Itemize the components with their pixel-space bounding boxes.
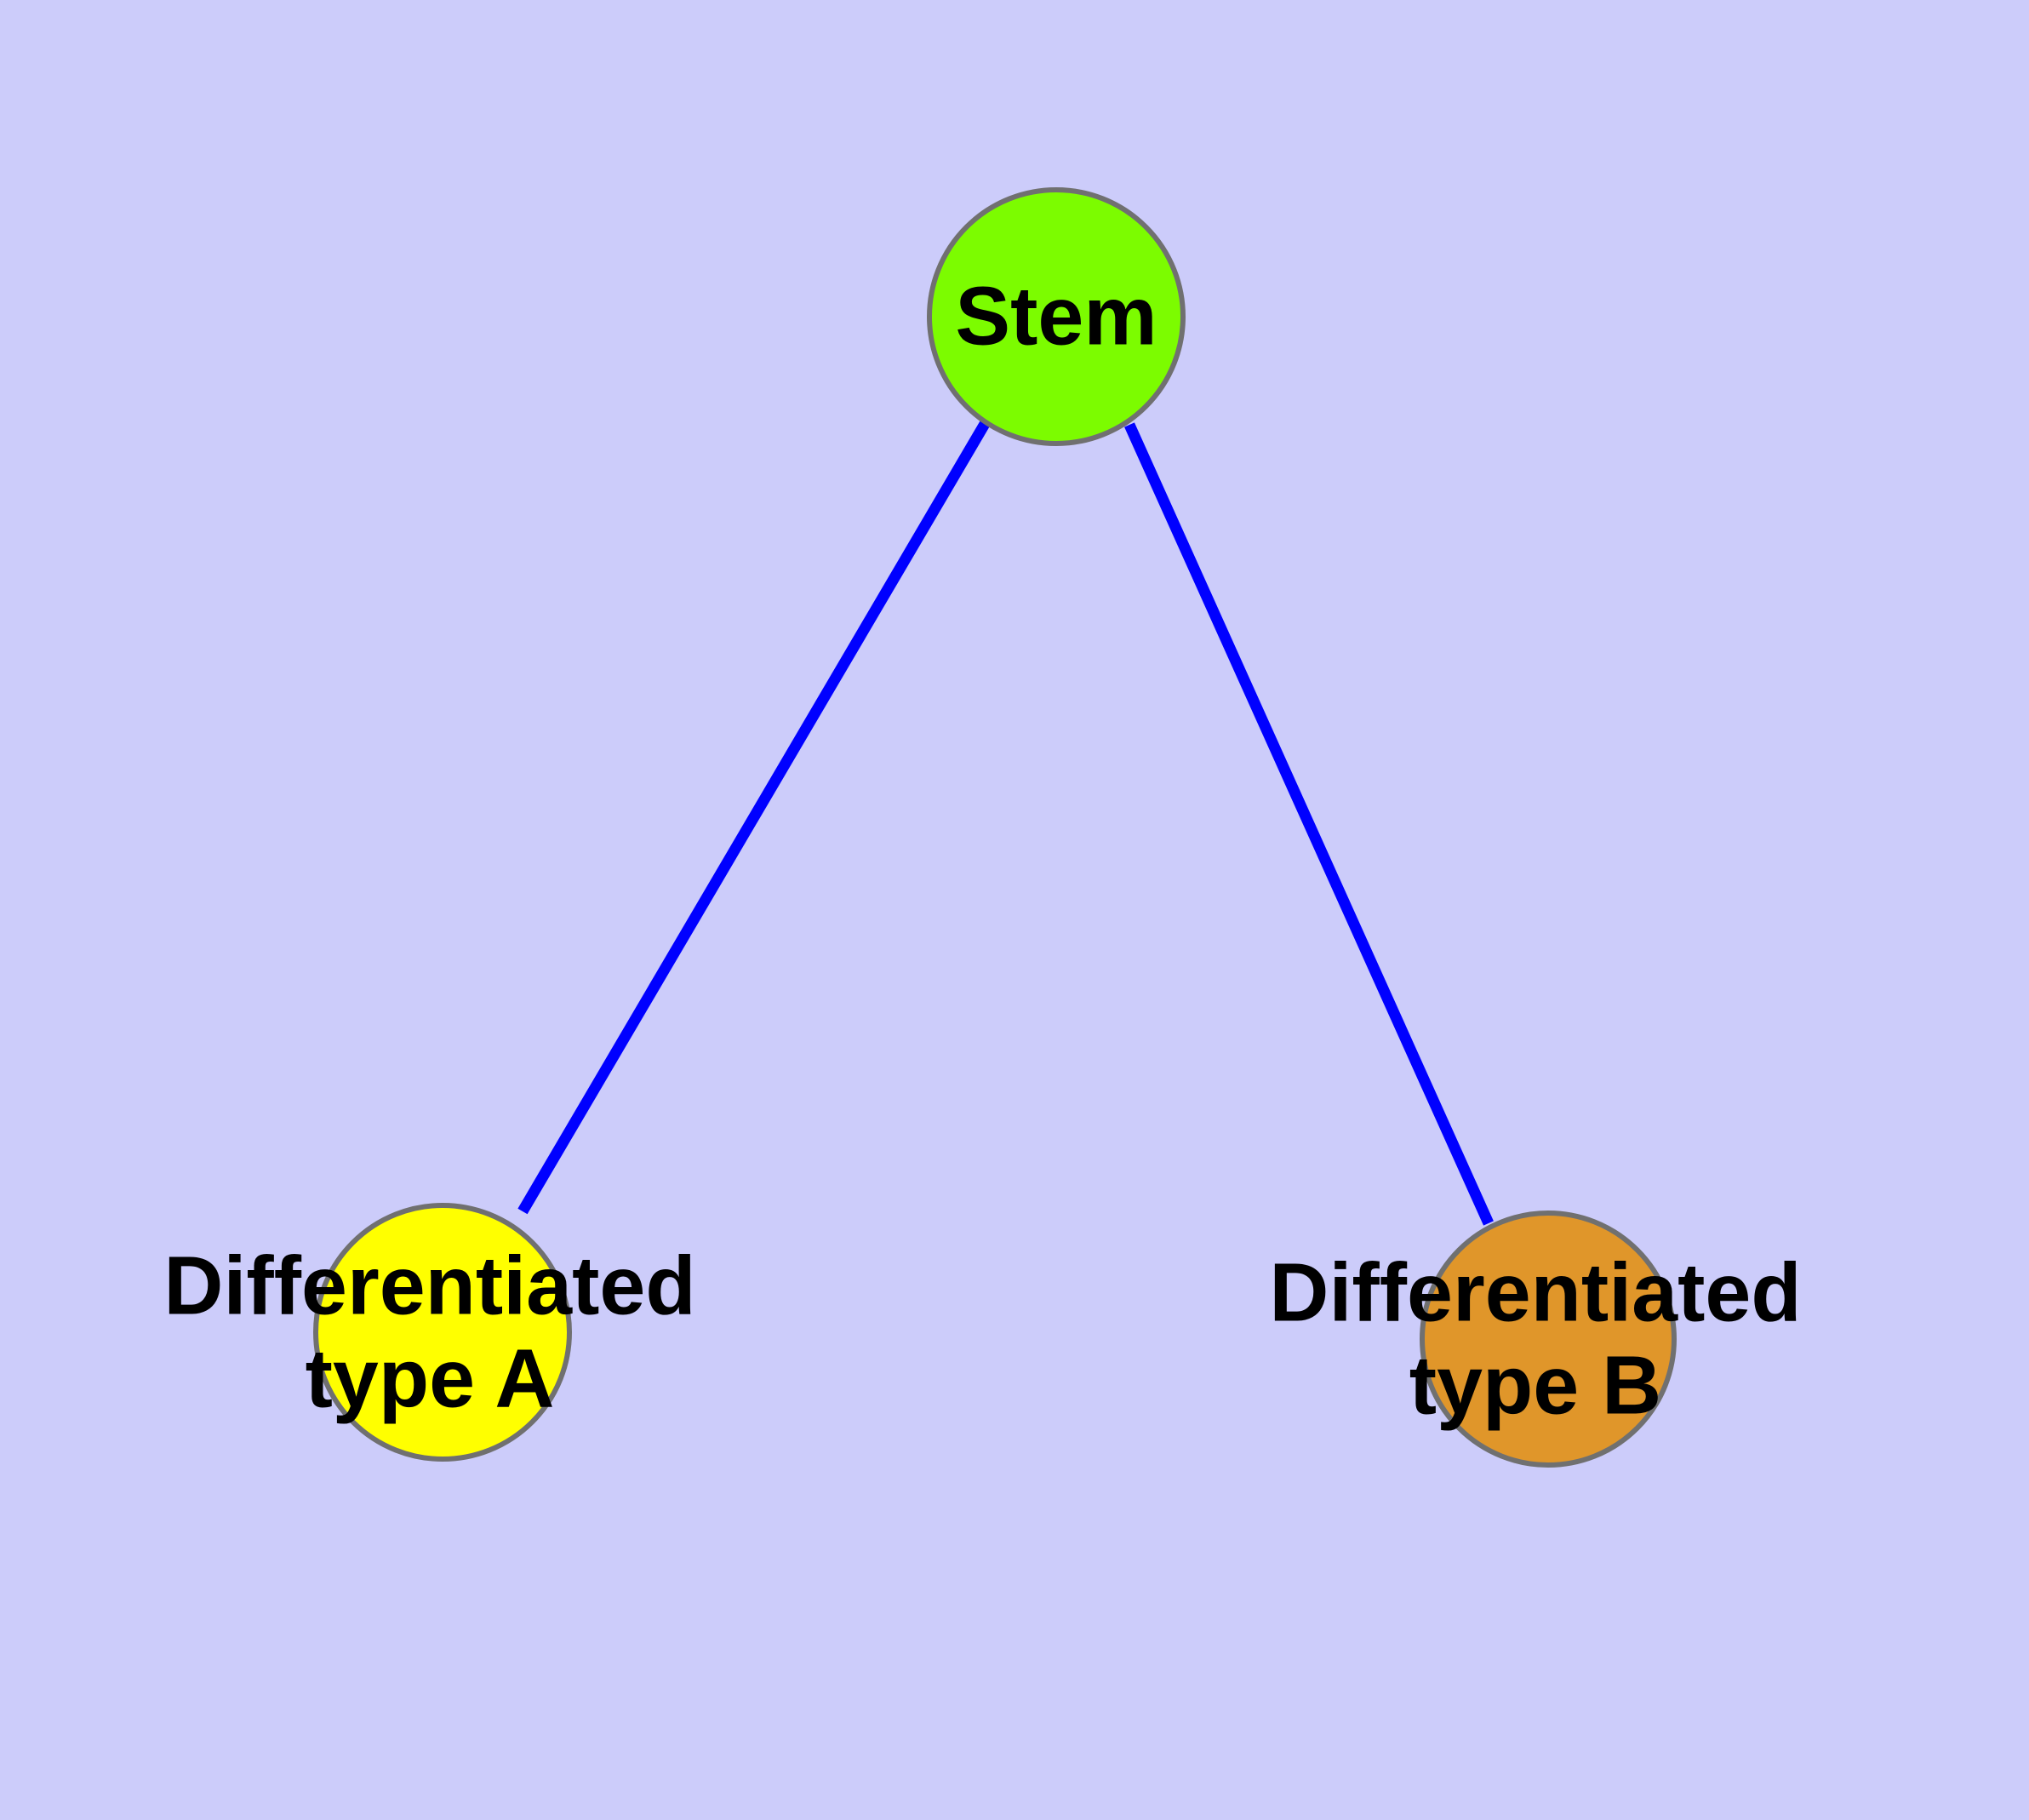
node-diff-a-circle[interactable] <box>313 1203 572 1462</box>
edge-stem-to-diff-a[interactable] <box>517 421 990 1215</box>
node-layer <box>313 187 1677 1468</box>
node-stem-circle[interactable] <box>927 187 1186 446</box>
edge-stem-to-diff-b[interactable] <box>1124 422 1494 1226</box>
edge-layer <box>517 421 1494 1226</box>
node-diff-b-circle[interactable] <box>1420 1210 1677 1468</box>
